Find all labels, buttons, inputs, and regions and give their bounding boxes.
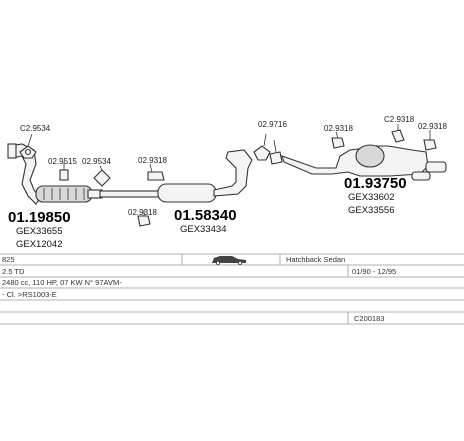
clamp-c29318 bbox=[391, 124, 405, 143]
table-years: 01/90 - 12/95 bbox=[352, 267, 396, 276]
oem-code-n2-a: GEX33434 bbox=[180, 224, 226, 235]
hanger-029318c bbox=[269, 139, 283, 165]
part-number-2: 01.58340 bbox=[174, 207, 237, 224]
table-spec: 2480 cc, 110 HP, 07 KW N° 97AVM- bbox=[2, 278, 122, 287]
oem-code-n3-a: GEX33602 bbox=[348, 192, 394, 203]
table-catalog: C200183 bbox=[354, 314, 384, 323]
table-note: - Cl. >RS1003-E bbox=[2, 290, 57, 299]
label-029515: 02.9515 bbox=[48, 157, 77, 166]
label-029534: 02.9534 bbox=[82, 157, 111, 166]
clamp-029534 bbox=[93, 165, 111, 187]
gasket-029515 bbox=[59, 162, 69, 181]
label-029318d: 02.9318 bbox=[418, 122, 447, 131]
center-pipe bbox=[99, 149, 253, 203]
oem-code-n3-b: GEX33556 bbox=[348, 205, 394, 216]
car-body-icon bbox=[212, 256, 246, 265]
label-029318b: 02.9318 bbox=[128, 208, 157, 217]
label-c29318: C2.9318 bbox=[384, 115, 415, 124]
label-029318c: 02.9318 bbox=[324, 124, 353, 133]
hanger-029318b bbox=[137, 210, 151, 227]
hanger-029318a bbox=[147, 163, 165, 181]
label-029318a: 02.9318 bbox=[138, 156, 167, 165]
oem-code-n1-a: GEX33655 bbox=[16, 226, 62, 237]
front-pipe bbox=[7, 143, 103, 205]
table-body: Hatchback Sedan bbox=[286, 255, 345, 264]
vehicle-info-table: 825 Hatchback Sedan 2.5 TD 01/90 - 12/95… bbox=[0, 253, 464, 325]
label-c29534: C2.9534 bbox=[20, 124, 51, 133]
table-model: 825 bbox=[2, 255, 15, 264]
hanger-near-muffler bbox=[331, 131, 345, 149]
gasket-c29534 bbox=[19, 133, 37, 159]
hanger-029318d bbox=[423, 130, 437, 151]
label-029716: 02.9716 bbox=[258, 120, 287, 129]
oem-code-n1-b: GEX12042 bbox=[16, 239, 62, 250]
gasket-029716 bbox=[253, 133, 271, 161]
table-engine: 2.5 TD bbox=[2, 267, 25, 276]
part-number-1: 01.19850 bbox=[8, 209, 71, 226]
rear-muffler bbox=[281, 144, 447, 181]
part-number-3: 01.93750 bbox=[344, 175, 407, 192]
